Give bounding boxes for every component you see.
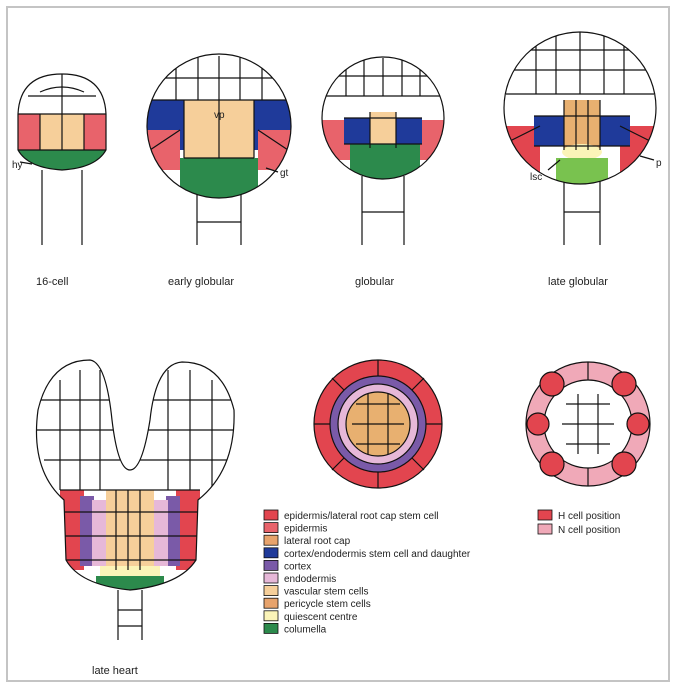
legend-item-label: vascular stem cells	[284, 587, 368, 598]
stage-label-16-cell: 16-cell	[36, 276, 68, 288]
legend2-item-swatch	[538, 510, 552, 520]
legend-item-label: cortex	[284, 561, 311, 572]
cross-section-root	[314, 360, 442, 488]
legend-item-swatch	[264, 560, 278, 570]
cross-section-epidermis	[526, 362, 650, 486]
label-p: p	[656, 158, 662, 169]
legend-item-swatch	[264, 523, 278, 533]
stage-label-late-heart: late heart	[92, 665, 138, 677]
embryo-late-globular: lsc p late globular	[500, 30, 662, 288]
stage-label-globular: globular	[355, 276, 394, 288]
legend2-item-swatch	[538, 524, 552, 534]
label-gt: gt	[280, 168, 289, 179]
legend-item-label: cortex/endodermis stem cell and daughter	[284, 549, 471, 560]
legend-item-label: endodermis	[284, 574, 336, 585]
legend2-item-label: H cell position	[558, 511, 620, 522]
legend-item-swatch	[264, 611, 278, 621]
legend-item-swatch	[264, 573, 278, 583]
legend-item-swatch	[264, 598, 278, 608]
legend-item-label: epidermis	[284, 524, 327, 535]
legend-item-swatch	[264, 586, 278, 596]
legend-item-label: quiescent centre	[284, 612, 358, 623]
legend-item-swatch	[264, 548, 278, 558]
legend-item-label: columella	[284, 624, 327, 635]
legend-item-label: lateral root cap	[284, 536, 351, 547]
embryo-late-heart: late heart	[20, 350, 260, 677]
label-vp: vp	[214, 110, 225, 121]
stage-label-late-globular: late globular	[548, 276, 608, 288]
label-lsc: lsc	[530, 172, 542, 183]
embryo-16-cell: hy 16-cell	[0, 60, 130, 288]
legend-item-swatch	[264, 623, 278, 633]
legend-item-label: pericycle stem cells	[284, 599, 371, 610]
legend-item-swatch	[264, 535, 278, 545]
legend2-item-label: N cell position	[558, 525, 620, 536]
embryo-globular: globular	[320, 50, 450, 288]
legend-item-swatch	[264, 510, 278, 520]
stage-label-early-globular: early globular	[168, 276, 234, 288]
legend-item-label: epidermis/lateral root cap stem cell	[284, 511, 439, 522]
label-hy: hy	[12, 160, 23, 171]
embryo-early-globular: vp gt early globular	[140, 40, 300, 288]
legend: epidermis/lateral root cap stem cell epid…	[264, 510, 620, 635]
